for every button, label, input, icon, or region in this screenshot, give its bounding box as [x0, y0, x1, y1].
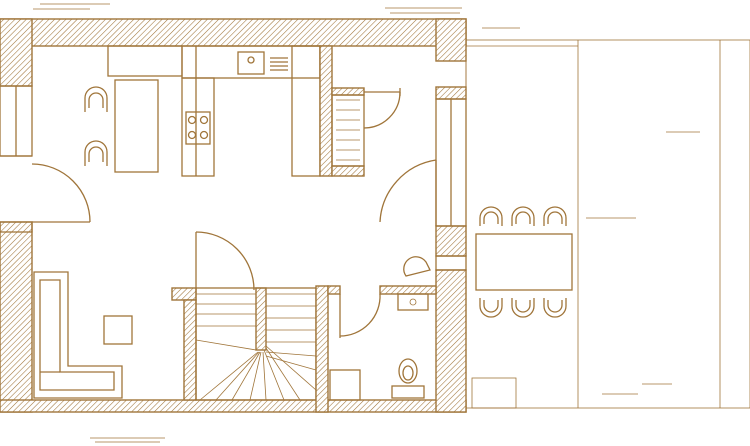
toilet	[391, 358, 425, 399]
cooktop	[185, 111, 211, 145]
kitchen	[181, 45, 321, 177]
pantry	[319, 45, 437, 226]
east-wall-lower	[435, 269, 467, 413]
bar-chair	[84, 86, 108, 112]
washbasin	[397, 293, 429, 311]
staircase	[171, 287, 317, 401]
shelving	[336, 99, 360, 161]
entrance-door	[31, 163, 91, 223]
east-wall-pier-1	[435, 86, 467, 100]
terrace-deck	[465, 39, 750, 409]
kitchen-island	[107, 45, 183, 173]
exterior-walls	[0, 18, 467, 413]
exterior-hatch-marks	[33, 3, 462, 443]
fridge-cabinet	[291, 45, 321, 177]
terrace	[465, 39, 750, 409]
dining-chair	[511, 206, 535, 226]
sofa	[33, 271, 123, 399]
sink-drain	[247, 56, 255, 64]
west-wall-lower	[0, 221, 33, 413]
east-wall-top	[435, 18, 467, 62]
kitchen-counter	[181, 45, 321, 79]
shower-tray	[329, 369, 361, 401]
dining-chair	[543, 298, 567, 318]
stair-treads	[195, 293, 317, 401]
drainboard	[270, 57, 288, 71]
dimension-annotations	[482, 27, 700, 395]
dining-chair	[479, 298, 503, 318]
west-wall-upper	[0, 18, 33, 87]
bar-chair	[84, 140, 108, 166]
dining-chair	[511, 298, 535, 318]
hall-door	[195, 231, 255, 291]
north-wall	[0, 18, 467, 47]
coffee-table	[103, 315, 133, 345]
dining-table	[475, 233, 573, 291]
west-openings	[0, 85, 33, 233]
south-wall	[0, 399, 467, 413]
kitchen-counter-side	[181, 77, 215, 177]
bathroom	[315, 285, 437, 413]
pantry-door	[363, 88, 401, 129]
terrace-box	[471, 377, 517, 409]
dining-chair	[543, 206, 567, 226]
kitchen-sink	[237, 51, 265, 75]
armchair	[403, 256, 431, 277]
bathroom-door	[339, 293, 381, 338]
closet-door	[379, 159, 437, 226]
dining-chairs	[479, 206, 567, 318]
east-wall-pier-2	[435, 225, 467, 257]
dining-chair	[479, 206, 503, 226]
